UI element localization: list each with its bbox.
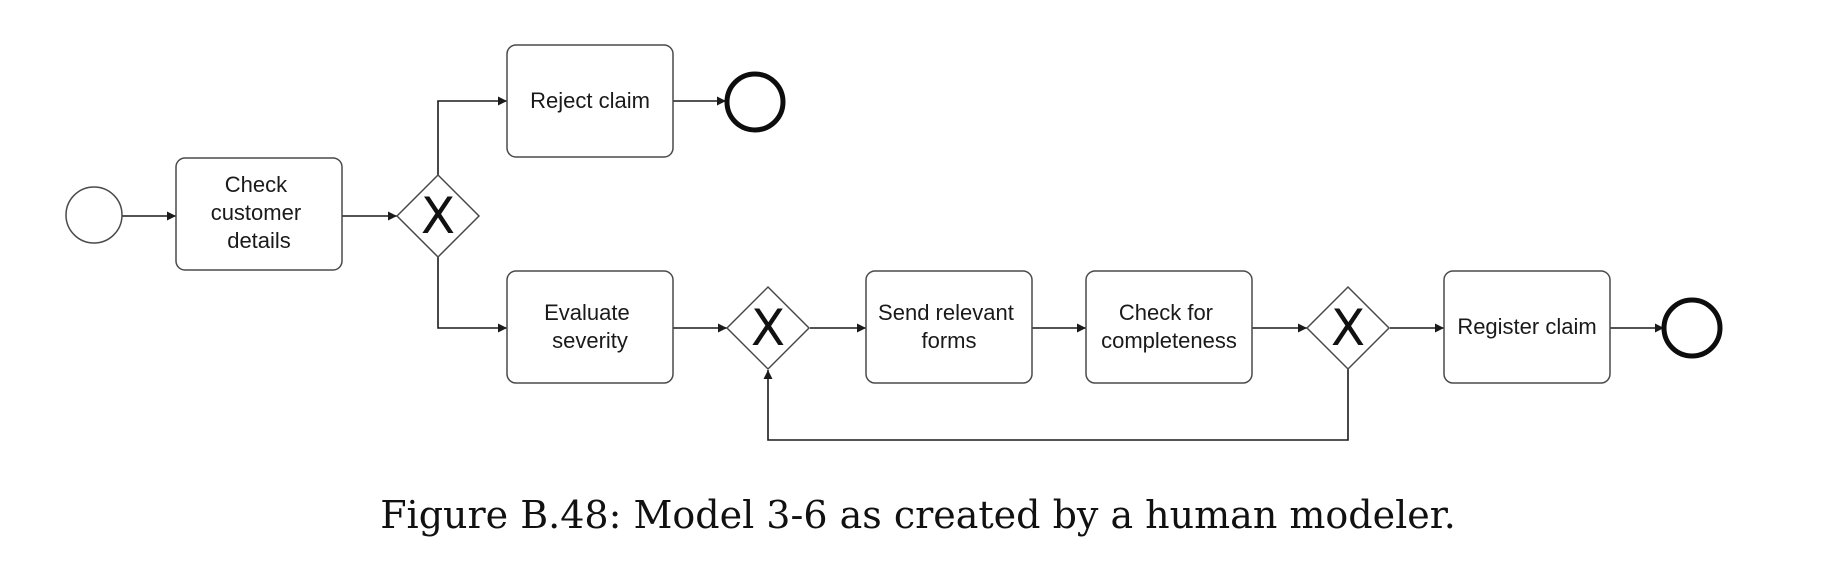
task-check-for-completeness: Check for completeness [1085, 270, 1253, 384]
gateway-x-icon: X [1331, 299, 1365, 357]
task-label-line: details [227, 228, 291, 253]
task-label-line: Evaluate [544, 300, 630, 325]
exclusive-gateway-1: X [395, 173, 481, 259]
task-label-line: Register claim [1457, 314, 1596, 339]
svg-text:Check customer det: Check customer details [211, 172, 308, 253]
task-label-line: customer [211, 200, 301, 225]
task-label-line: forms [922, 328, 977, 353]
sequence-flows [122, 96, 1664, 441]
gateway-x-icon: X [421, 187, 455, 245]
exclusive-gateway-3: X [1305, 285, 1391, 371]
start-event [65, 186, 123, 244]
svg-text:Reject claim: Reject claim [530, 88, 650, 113]
task-label-line: severity [552, 328, 628, 353]
figure-caption: Figure B.48: Model 3-6 as created by a h… [380, 493, 1456, 537]
exclusive-gateway-2: X [725, 285, 811, 371]
task-send-relevant-forms: Send relevant forms [865, 270, 1033, 384]
svg-text:Evaluate severity: Evaluate severity [544, 300, 636, 353]
end-event-reject [724, 71, 786, 133]
svg-text:Register claim: Register claim [1457, 314, 1596, 339]
svg-text:Send relevant forms: Send relevant forms [878, 300, 1020, 353]
task-label-line: Send relevant [878, 300, 1014, 325]
task-check-customer-details: Check customer details [175, 157, 343, 271]
flow-gateway-1-to-reject-claim [437, 96, 507, 175]
task-label-line: completeness [1101, 328, 1237, 353]
flow-loop-gateway-3-to-gateway-2 [763, 369, 1349, 441]
end-event-register [1661, 297, 1723, 359]
bpmn-diagram: X X X Check customer details Reject clai… [65, 44, 1723, 441]
task-evaluate-severity: Evaluate severity [506, 270, 674, 384]
task-label-line: Reject claim [530, 88, 650, 113]
task-label-line: Check [225, 172, 288, 197]
flow-gateway-1-to-evaluate-severity [437, 257, 507, 333]
task-label-line: Check for [1119, 300, 1213, 325]
task-register-claim: Register claim [1443, 270, 1611, 384]
gateway-x-icon: X [751, 299, 785, 357]
task-reject-claim: Reject claim [506, 44, 674, 158]
svg-text:Check for completeness: Check for completeness [1101, 300, 1237, 353]
